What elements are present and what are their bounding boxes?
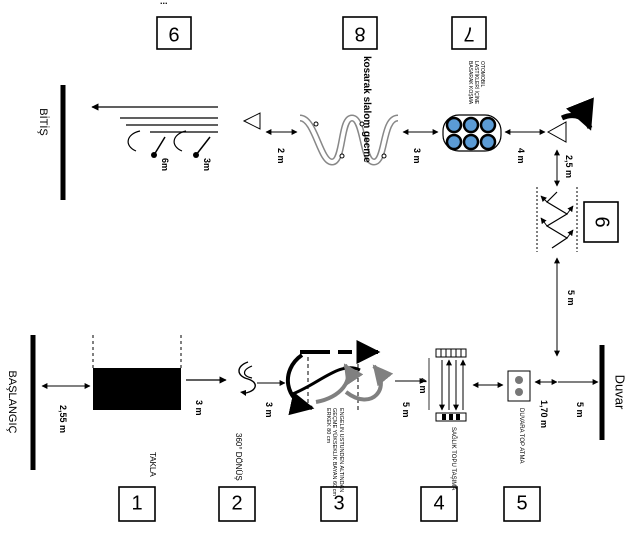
svg-text:1: 1: [131, 492, 142, 514]
dim-start-to-mat-label: 2,55 m: [58, 405, 68, 433]
dim-vertical-gap-label: 5 m: [566, 290, 576, 306]
dim-zigzag-gap-label: 2,5 m: [564, 155, 574, 178]
dim-finish-6m-label: 6m: [160, 158, 170, 171]
dim-wall-gap-label: 5 m: [575, 402, 585, 418]
zigzag-station: [536, 187, 578, 252]
station-8-label: kosarak slalom gecme: [361, 56, 372, 163]
station-box-8: 8: [342, 16, 378, 50]
svg-text:2: 2: [231, 492, 242, 514]
dim-hurdle-to-ball-label: 5 m: [401, 402, 411, 418]
svg-text:7: 7: [463, 23, 474, 45]
station-box-5: 5: [503, 486, 541, 522]
finish-sprint-station: [91, 103, 218, 158]
svg-text:3: 3: [333, 492, 344, 514]
cone-icon-left: [242, 112, 261, 130]
spin-icon: [238, 361, 256, 396]
svg-text:4: 4: [433, 492, 444, 514]
hurdle-course: [285, 340, 394, 416]
station-7-label: OTOMOBİL LASTİKLERİ İÇİNE BASARAK KOŞMA: [467, 61, 485, 105]
station-box-6: 6: [583, 201, 619, 243]
svg-text:9: 9: [168, 23, 179, 45]
station-3-label-box: ENGELİN ÜSTÜNDEN ALTINDAN GEÇME YÜKSEKLİ…: [325, 408, 344, 497]
turn-arrow-icon: [560, 97, 594, 131]
header-text: ...: [160, 0, 168, 6]
station-7-label-box: OTOMOBİL LASTİKLERİ İÇİNE BASARAK KOŞMA: [467, 61, 485, 105]
station-3-label: ENGELİN ÜSTÜNDEN ALTINDAN GEÇME YÜKSEKLİ…: [325, 408, 344, 497]
slalom-station: [298, 114, 400, 166]
station-4-label: SAĞLIK TOPU TAŞIMA: [450, 427, 457, 490]
station-box-2: 2: [218, 486, 256, 522]
cone-icon-right: [546, 121, 567, 143]
station-box-4: 4: [420, 486, 458, 522]
dim-ball-carry-label: 4 m: [418, 378, 428, 394]
finish-label: BİTİŞ: [37, 108, 50, 136]
dim-spin-to-hurdle-label: 3 m: [264, 402, 274, 418]
dim-tires-to-cone-label: 4 m: [516, 148, 526, 164]
station-box-9: 9: [156, 16, 192, 50]
wall-label: Duvar: [613, 375, 628, 410]
svg-text:8: 8: [354, 23, 365, 45]
tires-station: [442, 114, 502, 152]
station-box-7: 7: [451, 16, 487, 50]
svg-text:5: 5: [516, 492, 527, 514]
dim-wall-throw-label: 1,70 m: [539, 400, 549, 428]
svg-text:6: 6: [591, 216, 613, 227]
dim-cone-to-slalom-label: 2 m: [276, 148, 286, 164]
takla-mat: [92, 335, 182, 410]
station-5-label: DUVARA TOP ATMA: [518, 408, 524, 463]
station-1-label: TAKLA: [148, 452, 157, 477]
start-label: BAŞLANGIÇ: [6, 371, 18, 434]
dim-finish-3m-label: 3m: [202, 158, 212, 171]
station-box-3: 3: [320, 486, 358, 522]
dim-mat-to-spin-label: 3 m: [194, 400, 204, 416]
dim-slalom-to-tires-label: 3 m: [412, 148, 422, 164]
station-box-1: 1: [118, 486, 156, 522]
ball-carry-station: [435, 348, 467, 422]
station-2-label: 360° DÖNÜŞ: [234, 433, 243, 481]
wall-throw-station: [507, 370, 531, 402]
